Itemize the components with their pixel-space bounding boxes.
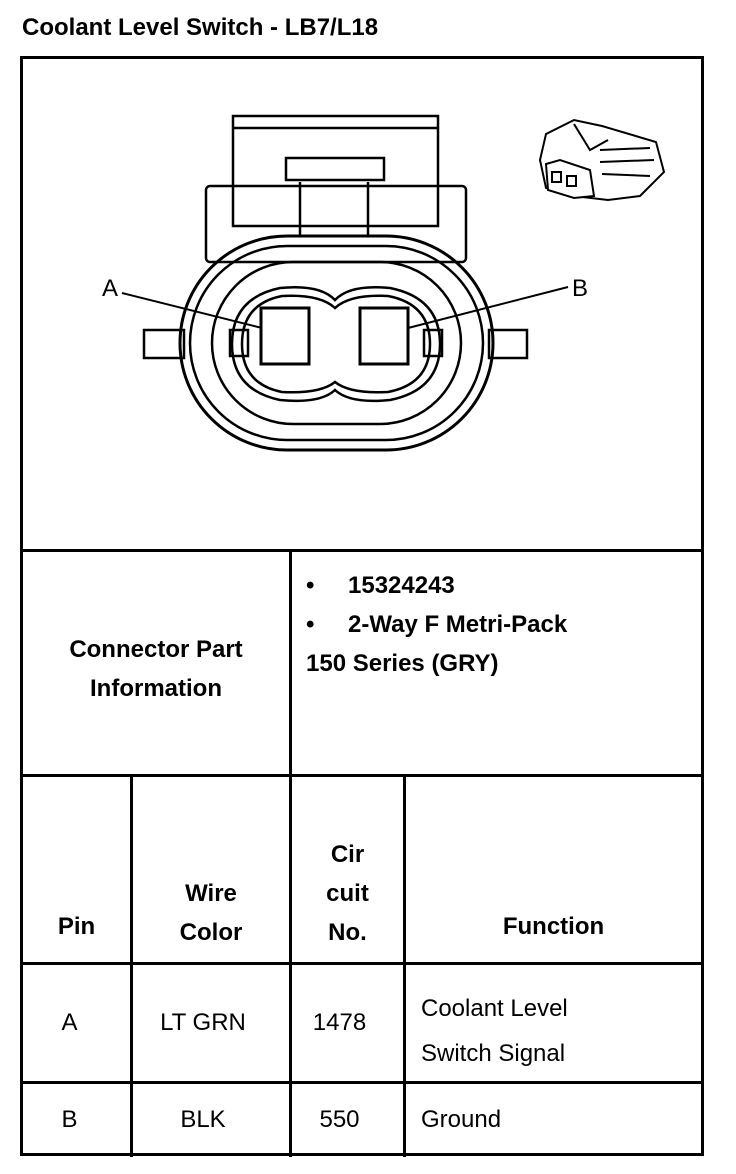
bullet-2: • (306, 611, 315, 638)
connector-info-label-line1: Connector Part (69, 636, 243, 663)
row-a-function-line1: Coolant Level (421, 995, 568, 1022)
pin-b-label: B (572, 275, 588, 302)
header-circuit-line2: cuit (326, 880, 369, 907)
header-function: Function (502, 913, 605, 940)
connector-series: 150 Series (GRY) (306, 650, 499, 677)
row-a-function-line2: Switch Signal (421, 1040, 566, 1067)
connector-type: 2-Way F Metri-Pack (348, 611, 568, 638)
row-a-function: Coolant Level Switch Signal (421, 986, 568, 1076)
header-circuit-line1: Cir (330, 841, 365, 868)
header-wire-color-line2: Color (179, 919, 243, 946)
connector-info-label: Connector Part Information (23, 630, 289, 708)
row-b-color: BLK (180, 1106, 226, 1133)
row-a-pin: A (61, 1009, 78, 1036)
header-pin: Pin (57, 913, 96, 940)
header-circuit-line3: No. (328, 919, 367, 946)
divider-row-a (20, 1081, 704, 1084)
row-b-function: Ground (421, 1106, 502, 1133)
pin-a-label: A (102, 275, 118, 302)
divider-col-pin (130, 774, 133, 1157)
row-b-pin: B (61, 1106, 78, 1133)
bullet-1: • (306, 572, 315, 599)
header-wire-color-line1: Wire (185, 880, 237, 907)
divider-info-col (289, 549, 292, 1157)
connector-thumbnail-icon (538, 118, 666, 202)
divider-info (20, 774, 704, 777)
page-title: Coolant Level Switch - LB7/L18 (22, 14, 379, 41)
row-a-color: LT GRN (160, 1009, 246, 1036)
divider-header (20, 962, 704, 965)
connector-face-diagram: A B (102, 114, 666, 452)
part-number: 15324243 (348, 572, 455, 599)
header-circuit: Cir cuit No. (292, 835, 403, 952)
connector-table-frame (20, 56, 704, 1156)
row-b-circuit: 550 (319, 1106, 360, 1133)
row-a-circuit: 1478 (312, 1009, 367, 1036)
divider-diagram (20, 549, 704, 552)
header-wire-color: Wire Color (133, 874, 289, 952)
connector-info-label-line2: Information (90, 675, 222, 702)
divider-col-circuit (403, 774, 406, 1157)
